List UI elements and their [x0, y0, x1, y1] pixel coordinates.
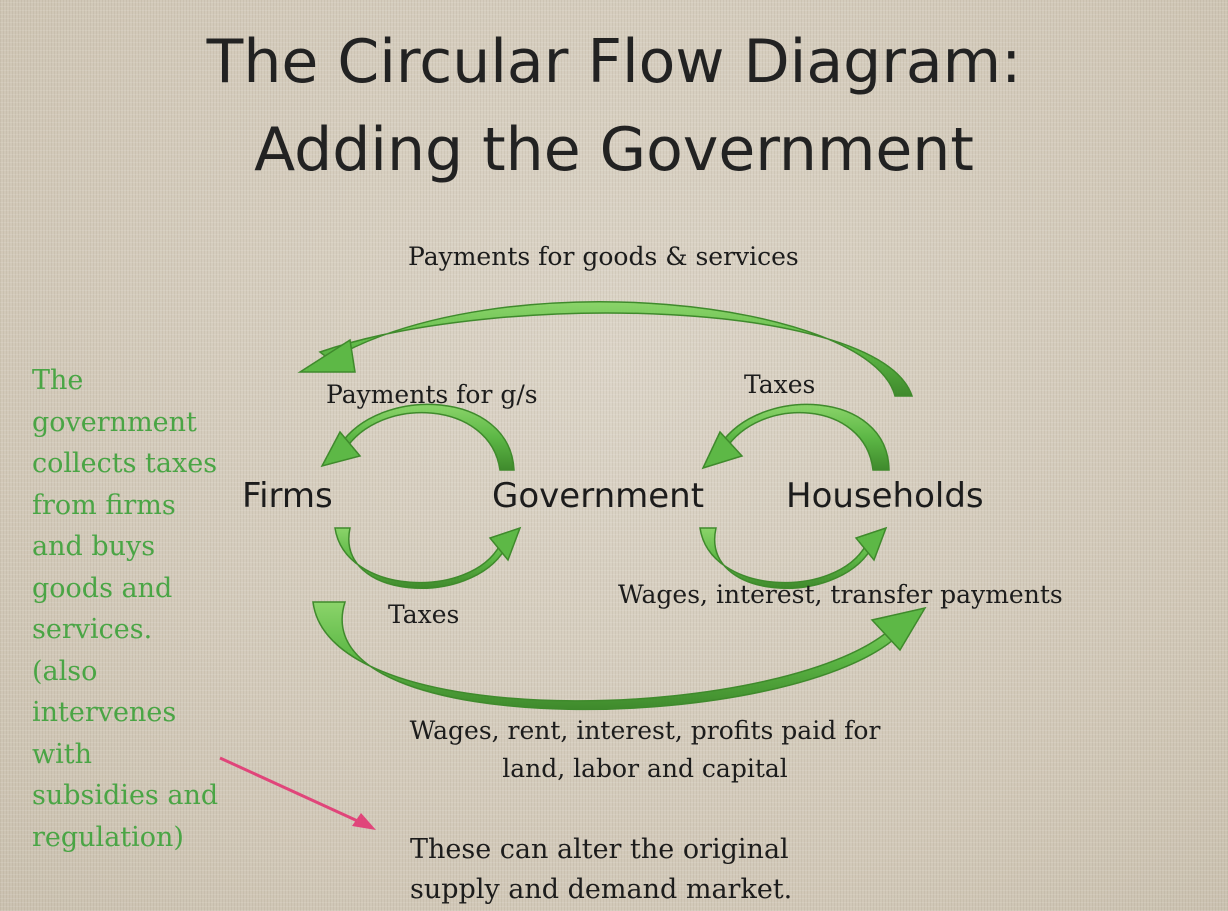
- node-households: Households: [786, 476, 984, 516]
- bottom-note-line-1: These can alter the original: [410, 834, 789, 865]
- bottom-note-line-2: supply and demand market.: [410, 874, 793, 905]
- arrow-government-households: [699, 526, 888, 589]
- arrow-payments-goods-services: [297, 301, 914, 397]
- bottom-note: These can alter the original supply and …: [410, 830, 792, 910]
- label-factor-payments: Wages, rent, interest, profits paid for …: [400, 712, 890, 788]
- side-note-line: (also: [32, 655, 98, 687]
- title-line-2: Adding the Government: [254, 115, 974, 185]
- pointer-arrow: [219, 756, 376, 830]
- label-payments-gs: Payments for g/s: [326, 380, 538, 409]
- side-note-line: with: [32, 738, 92, 770]
- page-title: The Circular Flow Diagram: Adding the Go…: [0, 18, 1228, 194]
- factor-payments-line-1: Wages, rent, interest, profits paid for: [409, 716, 881, 745]
- side-note: The government collects taxes from firms…: [32, 360, 242, 858]
- label-taxes-firms: Taxes: [388, 600, 460, 629]
- title-line-1: The Circular Flow Diagram:: [206, 27, 1022, 97]
- node-firms: Firms: [242, 476, 333, 516]
- side-note-line: goods and: [32, 572, 173, 604]
- side-note-line: collects taxes: [32, 448, 218, 479]
- arrow-factor-payments: [312, 601, 927, 711]
- side-note-line: subsidies and: [32, 780, 219, 811]
- label-taxes-households: Taxes: [744, 370, 816, 399]
- arrow-taxes-households: [701, 403, 890, 471]
- label-wages-interest-transfer: Wages, interest, transfer payments: [618, 580, 1063, 609]
- side-note-line: The: [32, 365, 84, 396]
- side-note-line: government: [32, 406, 197, 438]
- factor-payments-line-2: land, labor and capital: [502, 754, 788, 783]
- side-note-line: regulation): [32, 821, 184, 853]
- side-note-line: intervenes: [32, 697, 177, 728]
- side-note-line: services.: [32, 614, 153, 645]
- node-government: Government: [492, 476, 705, 516]
- arrow-payments-gs: [320, 403, 515, 471]
- side-note-line: from firms: [32, 489, 176, 521]
- arrow-taxes-firms: [334, 526, 522, 589]
- label-payments-goods-services: Payments for goods & services: [408, 242, 799, 271]
- side-note-line: and buys: [32, 531, 156, 562]
